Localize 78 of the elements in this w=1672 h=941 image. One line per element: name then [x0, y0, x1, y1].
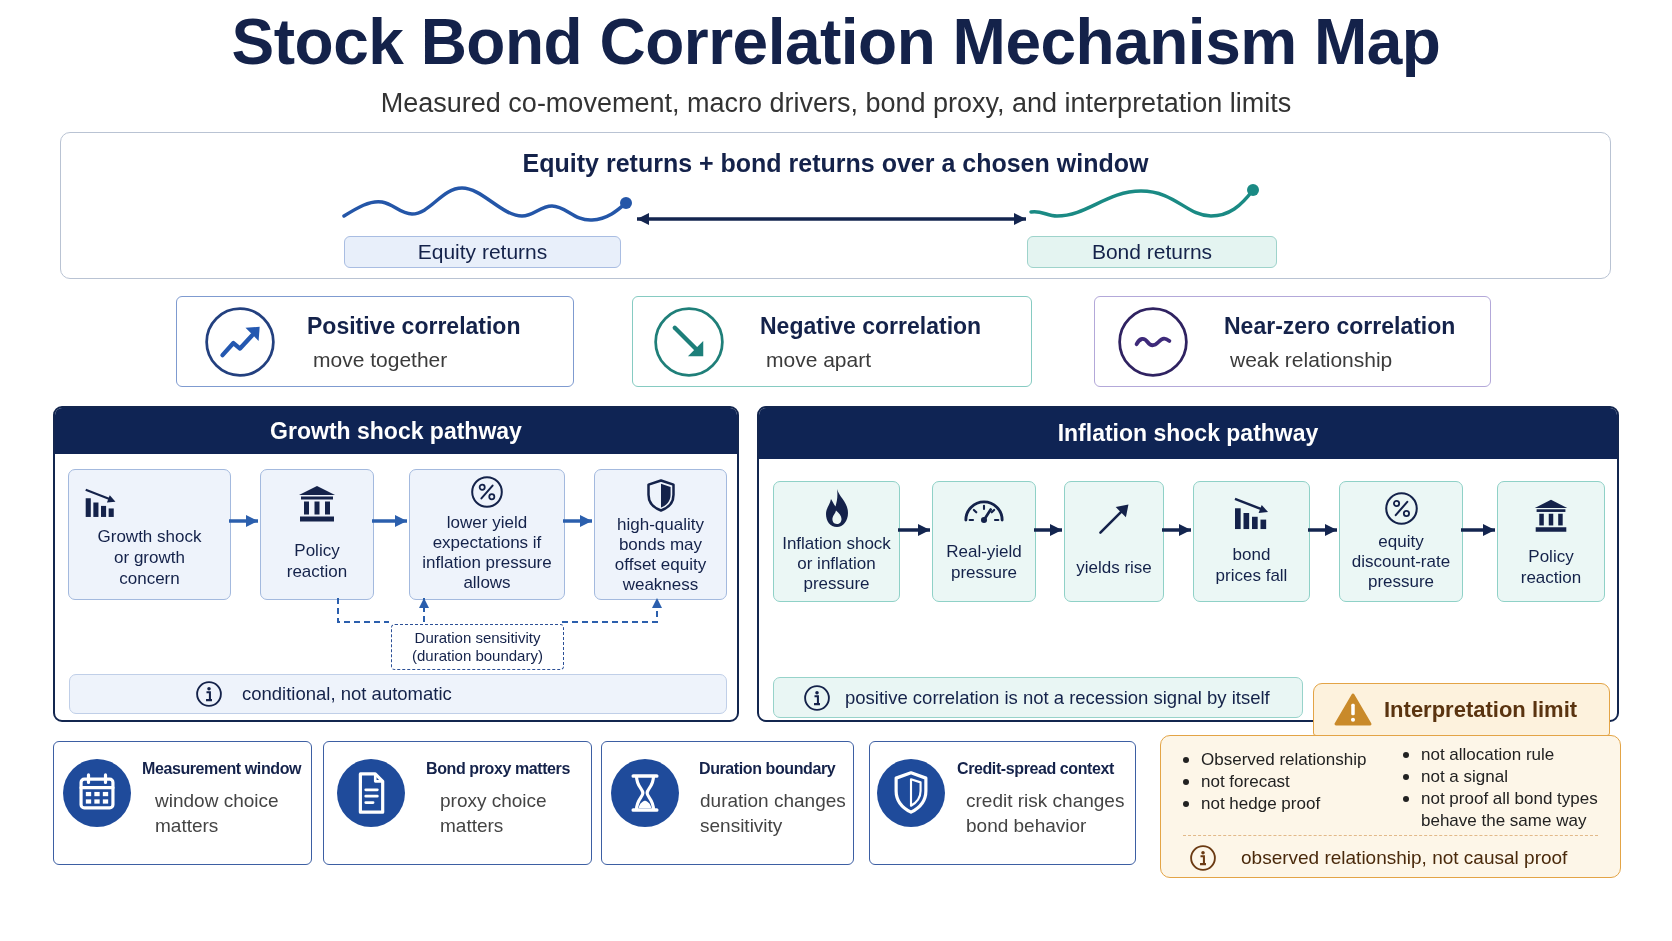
correlation-card — [1094, 296, 1491, 387]
step-text: bond prices fall — [1214, 543, 1289, 586]
note-text: conditional, not automatic — [242, 682, 452, 707]
process-box — [1339, 481, 1463, 602]
arrow — [563, 515, 592, 527]
note-text: positive correlation is not a recession signal by itself — [845, 685, 1270, 710]
frame-heading: Equity returns + bond returns over a chosen window — [522, 148, 1149, 178]
process-box — [773, 481, 900, 602]
process-box — [68, 469, 231, 600]
card-title: Measurement window — [142, 759, 302, 779]
footer-text: observed relationship, not causal proof — [1241, 846, 1568, 870]
subtitle: Measured co-movement, macro drivers, bond proxy, and interpretation limits — [380, 88, 1292, 118]
card-subtitle: duration changes sensitivity — [700, 789, 847, 838]
card-subtitle: credit risk changes bond behavior — [966, 789, 1126, 838]
dashed-arrow — [419, 597, 429, 623]
info-card — [53, 741, 312, 865]
tab-title: Interpretation limit — [1384, 696, 1578, 724]
limits-panel — [1160, 735, 1621, 878]
step-text: equity discount-rate pressure — [1350, 532, 1452, 592]
dashed-callout — [391, 624, 564, 670]
process-box — [1193, 481, 1310, 602]
card-title: Near-zero correlation — [1224, 311, 1456, 341]
process-box — [1064, 481, 1164, 602]
heading-tab — [1313, 683, 1610, 736]
card-title: Credit-spread context — [957, 759, 1114, 779]
step-text: Inflation shock or inflation pressure — [781, 533, 892, 594]
bullet-item: Observed relationship — [1181, 749, 1396, 771]
process-box — [594, 469, 727, 600]
dashed-line — [337, 597, 390, 623]
info-card — [601, 741, 854, 865]
bullet-item: not a signal — [1401, 766, 1603, 788]
section-frame — [60, 132, 1611, 279]
correlation-card — [176, 296, 574, 387]
card-subtitle: weak relationship — [1230, 346, 1394, 373]
card-title: Duration boundary — [699, 759, 836, 779]
arrow — [1162, 524, 1191, 536]
pathway-panel — [757, 406, 1619, 722]
step-text: Policy reaction — [285, 539, 349, 582]
bullet-item: not forecast — [1181, 771, 1396, 793]
step-text: yields rise — [1076, 557, 1152, 578]
dashed-arrow — [561, 597, 662, 623]
process-box — [932, 481, 1036, 602]
arrow — [1034, 524, 1062, 536]
card-subtitle: proxy choice matters — [440, 789, 548, 838]
step-text: lower yield expectations if inflation pressure allows — [421, 512, 553, 593]
process-box — [1497, 481, 1605, 602]
arrow — [1461, 524, 1495, 536]
double-arrow — [637, 213, 1026, 225]
card-title: Negative correlation — [760, 311, 982, 341]
info-card — [869, 741, 1136, 865]
process-box — [409, 469, 565, 600]
step-text: high-quality bonds may offset equity weakness — [613, 515, 708, 595]
step-text: Real-yield pressure — [945, 540, 1023, 583]
arrow — [898, 524, 930, 536]
step-text: Policy reaction — [1519, 545, 1583, 588]
note-bar — [773, 677, 1303, 718]
process-box — [260, 469, 374, 600]
card-subtitle: move together — [313, 346, 449, 373]
bullet-item: not proof all bond types behave the same way — [1401, 788, 1603, 832]
card-subtitle: window choice matters — [155, 789, 280, 838]
series-label: Bond returns — [1027, 236, 1277, 268]
card-subtitle: move apart — [766, 346, 873, 373]
pathway-panel — [53, 406, 739, 722]
correlation-card — [632, 296, 1032, 387]
panel-title-bar: Growth shock pathway — [55, 408, 737, 454]
arrow — [372, 515, 407, 527]
callout-text: Duration sensitivity (duration boundary) — [411, 629, 544, 665]
note-bar — [69, 674, 727, 714]
series-label: Equity returns — [344, 236, 621, 268]
bullet-item: not allocation rule — [1401, 744, 1603, 766]
card-title: Bond proxy matters — [426, 759, 570, 779]
arrow — [1308, 524, 1337, 536]
panel-title-bar: Inflation shock pathway — [759, 408, 1617, 459]
arrow — [229, 515, 258, 527]
info-card — [323, 741, 592, 865]
bullet-item: not hedge proof — [1181, 793, 1396, 815]
card-title: Positive correlation — [307, 311, 521, 341]
step-text: Growth shock or growth concern — [96, 526, 203, 589]
